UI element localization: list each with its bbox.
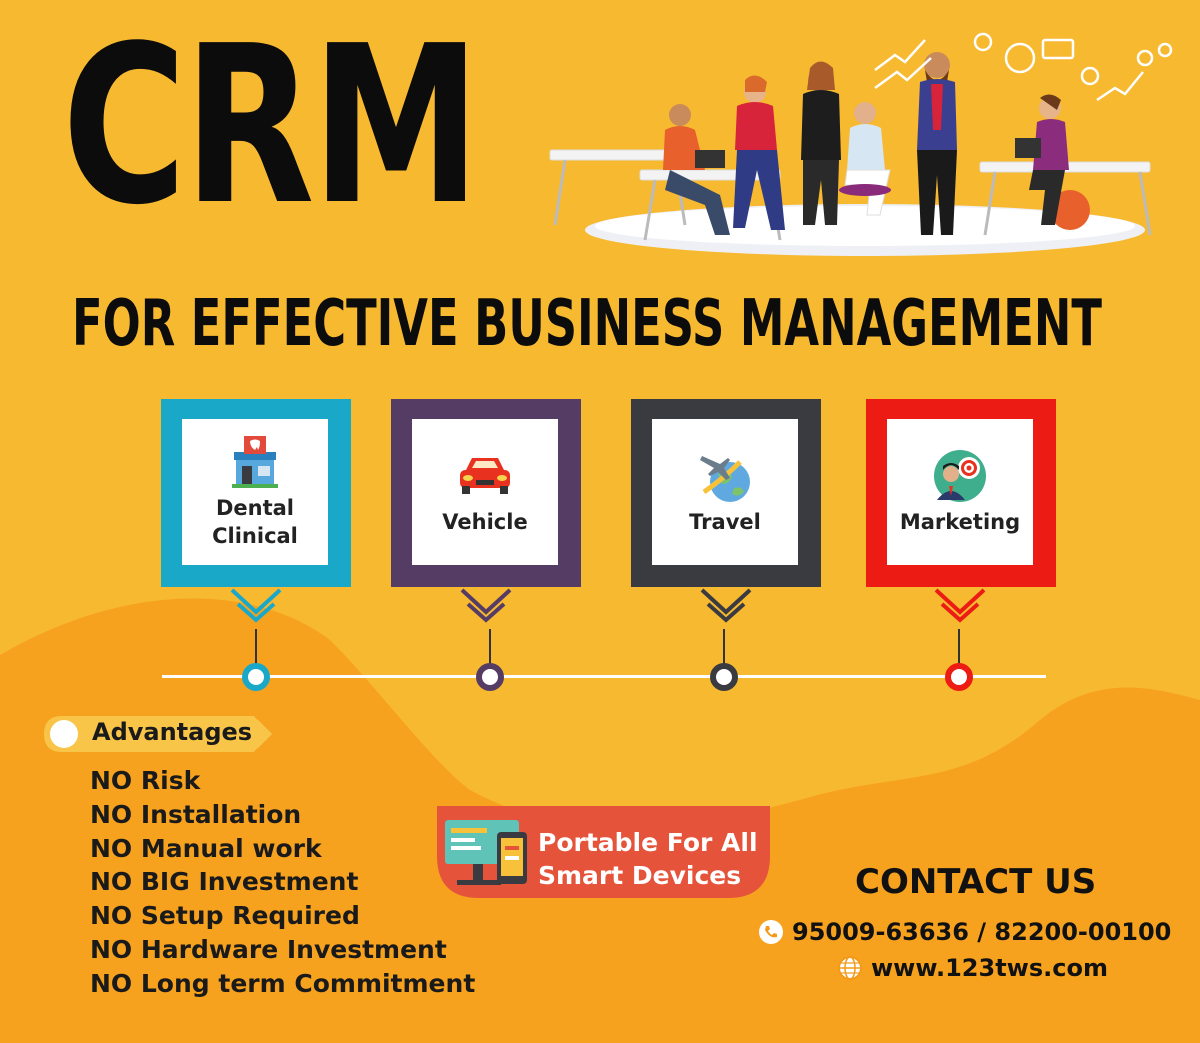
crm-title: CRM	[62, 0, 481, 253]
timeline-stem	[723, 629, 725, 665]
advantages-badge	[44, 716, 273, 752]
list-item: NO Long term Commitment	[90, 968, 476, 998]
list-item: NO Risk	[90, 766, 201, 795]
list-item: NO Manual work	[90, 833, 322, 863]
card-vehicle: Vehicle	[391, 399, 581, 587]
contact-phone-row[interactable]: 95009-63636 / 82200-00100	[758, 918, 1171, 946]
chevron-down-icon	[230, 588, 282, 623]
card-content: Travel	[652, 419, 798, 565]
timeline-dot-marketing	[945, 663, 973, 691]
phone-icon	[759, 920, 783, 944]
card-marketing: Marketing	[866, 399, 1056, 587]
list-item: NO Setup Required	[90, 901, 360, 931]
card-label: Travel	[689, 510, 761, 534]
page-subtitle: FOR EFFECTIVE BUSINESS MANAGEMENT	[72, 287, 1102, 361]
timeline-dot-travel	[710, 663, 738, 691]
card-content: Vehicle	[412, 419, 558, 565]
dental-clinic-icon	[232, 436, 278, 488]
chevron-down-icon	[700, 588, 752, 623]
timeline-dot-dental	[242, 663, 270, 691]
portable-badge	[437, 806, 770, 898]
contact-website: www.123tws.com	[871, 954, 1108, 982]
list-item: NO Installation	[90, 799, 302, 829]
list-item: NO BIG Investment	[90, 867, 359, 897]
chevron-down-icon	[934, 588, 986, 623]
advantages-list: NO Risk NO Installation NO Manual work N…	[90, 764, 475, 1001]
card-label: Vehicle	[442, 510, 528, 534]
contact-heading: CONTACT US	[855, 862, 1097, 902]
car-icon	[460, 458, 510, 494]
airplane-globe-icon	[700, 456, 750, 502]
card-label: Marketing	[899, 510, 1021, 534]
devices-icon	[445, 820, 527, 885]
chevron-down-icon	[460, 588, 512, 623]
timeline-stem	[958, 629, 960, 665]
timeline-line	[162, 675, 1046, 678]
target-businessman-icon	[934, 450, 986, 502]
contact-website-row[interactable]: www.123tws.com	[837, 954, 1108, 982]
team-office-illustration	[549, 32, 1173, 256]
timeline-stem	[489, 629, 491, 665]
globe-icon	[838, 956, 862, 980]
advantages-heading: Advantages	[92, 718, 253, 746]
card-travel: Travel	[631, 399, 821, 587]
card-dental: Dental Clinical	[161, 399, 351, 587]
timeline-stem	[255, 629, 257, 665]
card-label: Dental Clinical	[212, 496, 298, 548]
card-content: Marketing	[887, 419, 1033, 565]
card-content: Dental Clinical	[182, 419, 328, 565]
list-item: NO Hardware Investment	[90, 934, 447, 964]
contact-phone: 95009-63636 / 82200-00100	[792, 918, 1172, 946]
timeline-dot-vehicle	[476, 663, 504, 691]
portable-text: Portable For All Smart Devices	[538, 828, 758, 890]
